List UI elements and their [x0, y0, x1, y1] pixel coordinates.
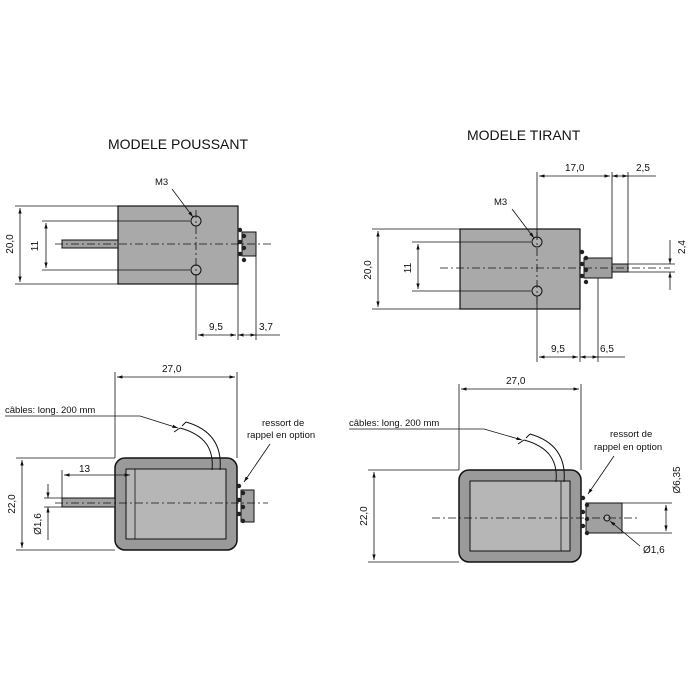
- title-pull-model: MODELE TIRANT: [467, 127, 581, 143]
- push-side-height-dim: 22,0: [7, 494, 18, 514]
- push-side-spring-label-2: rappel en option: [247, 430, 315, 441]
- push-side-rod-dia: Ø1,6: [33, 513, 44, 535]
- push-top-height-dim: 20,0: [5, 234, 16, 254]
- pull-side-plunger-dia: Ø6,35: [672, 466, 683, 494]
- push-top-dim-9-5: 9,5: [209, 322, 223, 333]
- pull-side-length-dim: 27,0: [506, 376, 526, 387]
- title-push-model: MODELE POUSSANT: [108, 136, 248, 152]
- push-side-length-dim: 27,0: [162, 364, 182, 375]
- pull-top-holes-dim: 11: [403, 262, 414, 273]
- pull-top-dim-2-5: 2,5: [636, 163, 650, 174]
- pull-top-view: 20,0 11 M3 17,0 2,5 2,4 9,5 6,5: [363, 163, 688, 362]
- push-top-dim-3-7: 3,7: [259, 322, 273, 333]
- push-side-core: [125, 468, 227, 540]
- pull-side-cable: [523, 439, 557, 483]
- push-top-spring: [237, 227, 247, 263]
- pull-side-core: [469, 480, 571, 552]
- pull-side-spring-label-1: ressort de: [610, 429, 652, 440]
- push-side-plunger-end: [240, 489, 255, 523]
- push-side-spring: [236, 483, 246, 524]
- pull-side-view: 27,0 22,0 Ø6,35 Ø1,6 câbles: long. 200 m…: [349, 376, 683, 563]
- pull-top-dim-2-4: 2,4: [677, 240, 688, 254]
- pull-top-dim-9-5: 9,5: [551, 344, 565, 355]
- push-top-view: 20,0 11 M3 9,5 3,7: [5, 177, 280, 340]
- push-side-cable: [179, 427, 213, 471]
- push-side-rod-len-dim: 13: [79, 464, 91, 475]
- push-side-view: 27,0 22,0 13 Ø1,6 câbles: long. 200 mm r…: [5, 364, 315, 551]
- push-top-body: [117, 205, 239, 285]
- pull-top-m3-label: M3: [494, 197, 507, 208]
- push-side-rod: [61, 497, 116, 508]
- pull-top-dim-17: 17,0: [565, 163, 585, 174]
- pull-top-dim-6-5: 6,5: [600, 344, 614, 355]
- pull-side-height-dim: 22,0: [359, 506, 370, 526]
- push-side-cables-label: câbles: long. 200 mm: [5, 405, 95, 416]
- pull-side-cables-label: câbles: long. 200 mm: [349, 418, 439, 429]
- pull-side-pin-dia: Ø1,6: [643, 545, 665, 556]
- push-top-m3-label: M3: [155, 177, 168, 188]
- pull-top-height-dim: 20,0: [363, 260, 374, 280]
- push-top-holes-dim: 11: [30, 240, 41, 251]
- pull-top-body: [459, 228, 581, 310]
- pull-top-spring: [579, 249, 589, 285]
- push-side-spring-label-1: ressort de: [262, 418, 304, 429]
- pull-side-spring-label-2: rappel en option: [594, 442, 662, 453]
